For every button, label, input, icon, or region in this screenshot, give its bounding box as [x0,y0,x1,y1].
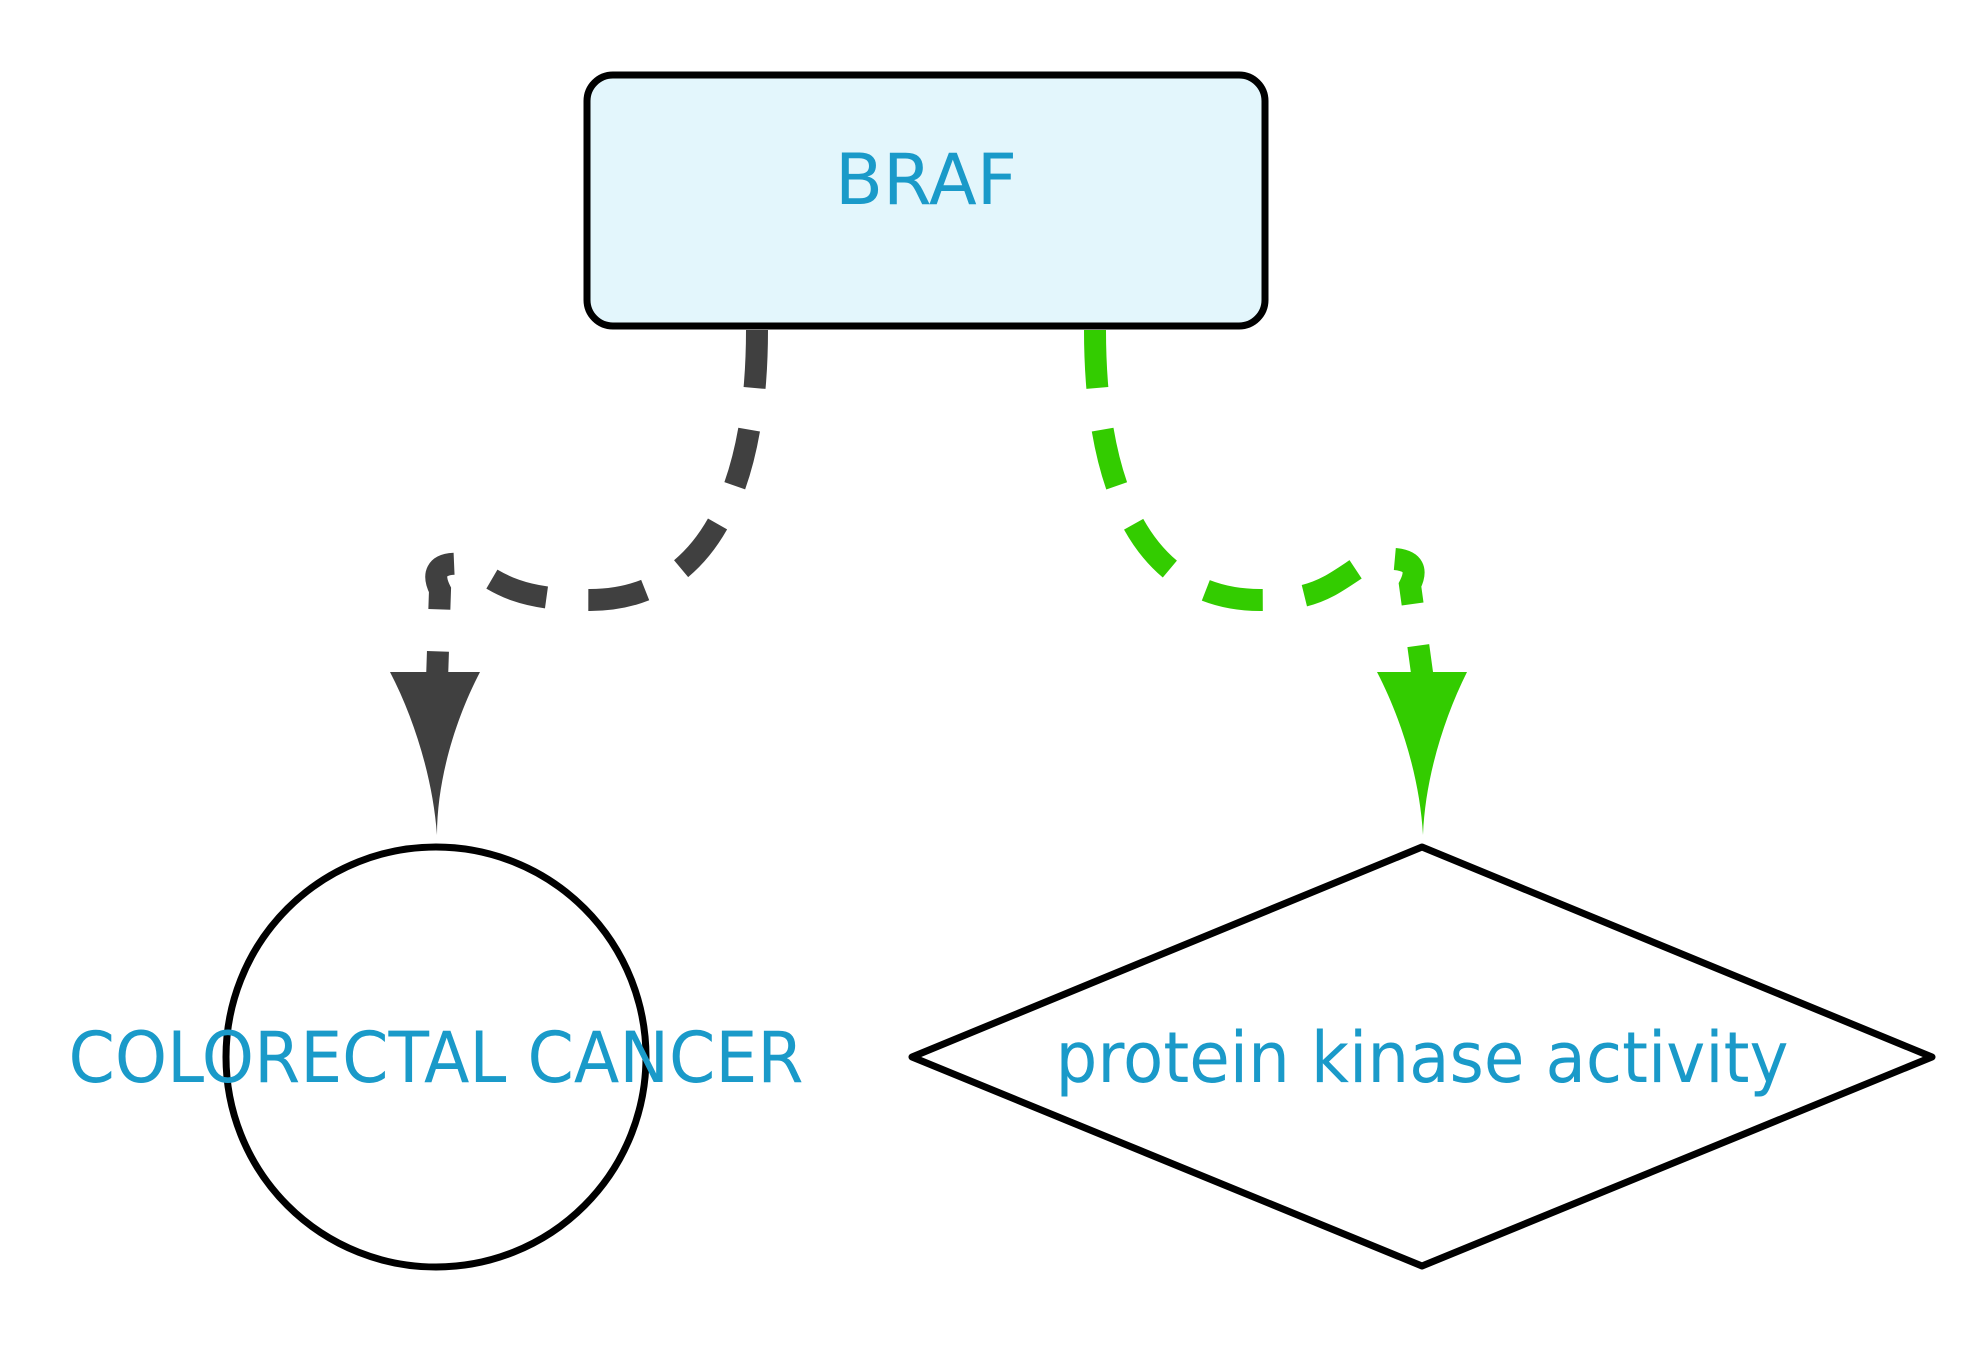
node-braf-label: BRAF [835,139,1017,221]
node-braf[interactable]: BRAF [583,71,1269,330]
edge-line-braf-to-protein-kinase-activity [1084,329,1434,682]
node-colorectal-cancer[interactable]: COLORECTAL CANCER [69,843,804,1271]
node-colorectal-cancer-label: COLORECTAL CANCER [69,1017,804,1099]
node-protein-kinase-activity-diamond [908,843,1936,1270]
node-braf-box [583,71,1269,330]
arrowhead-protein-kinase-activity [1377,672,1467,835]
arrowhead-colorectal-cancer [390,672,480,835]
edge-line-braf-to-colorectal-cancer [425,329,768,681]
node-protein-kinase-activity-label: protein kinase activity [1056,1017,1789,1099]
edge-braf-to-protein-kinase-activity [1084,329,1467,835]
node-protein-kinase-activity[interactable]: protein kinase activity [908,843,1936,1270]
node-colorectal-cancer-circle [222,843,650,1271]
edge-braf-to-colorectal-cancer [390,329,768,835]
